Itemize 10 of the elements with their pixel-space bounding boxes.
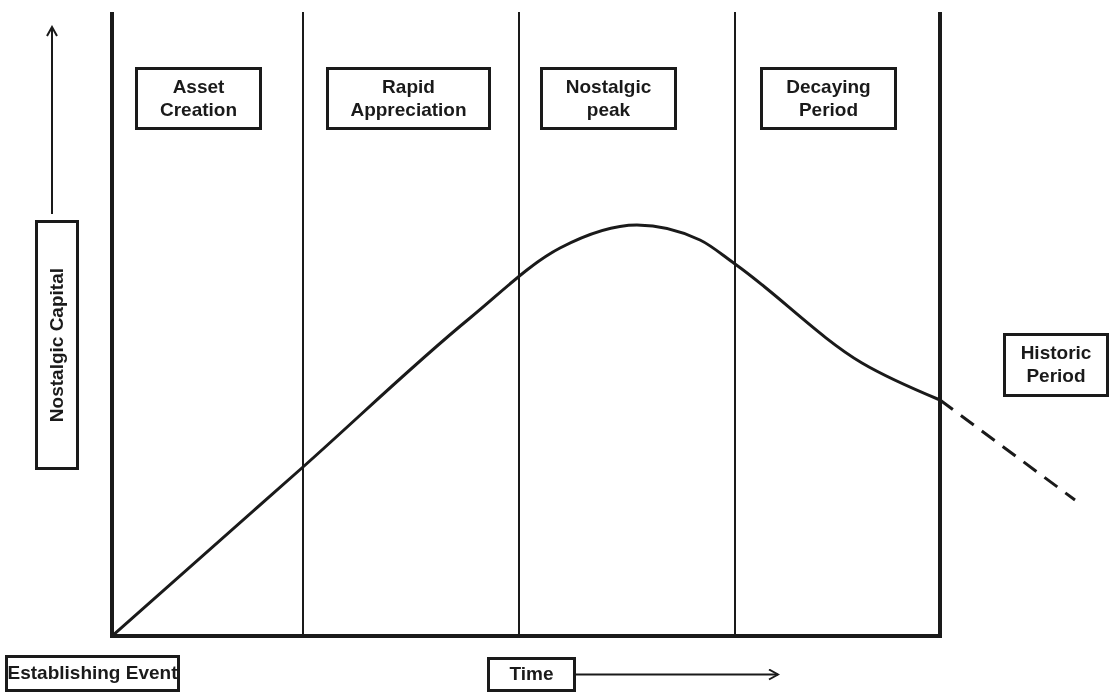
label-box: Rapid Appreciation	[326, 67, 491, 130]
label-box: Historic Period	[1003, 333, 1109, 397]
label-box: Nostalgic Capital	[35, 220, 79, 470]
label-box: Nostalgic peak	[540, 67, 677, 130]
arrow	[46, 26, 58, 215]
label-box: Time	[487, 657, 576, 692]
label-box: Asset Creation	[135, 67, 262, 130]
label-box: Decaying Period	[760, 67, 897, 130]
arrow	[575, 668, 779, 681]
label-box: Establishing Event	[5, 655, 180, 692]
